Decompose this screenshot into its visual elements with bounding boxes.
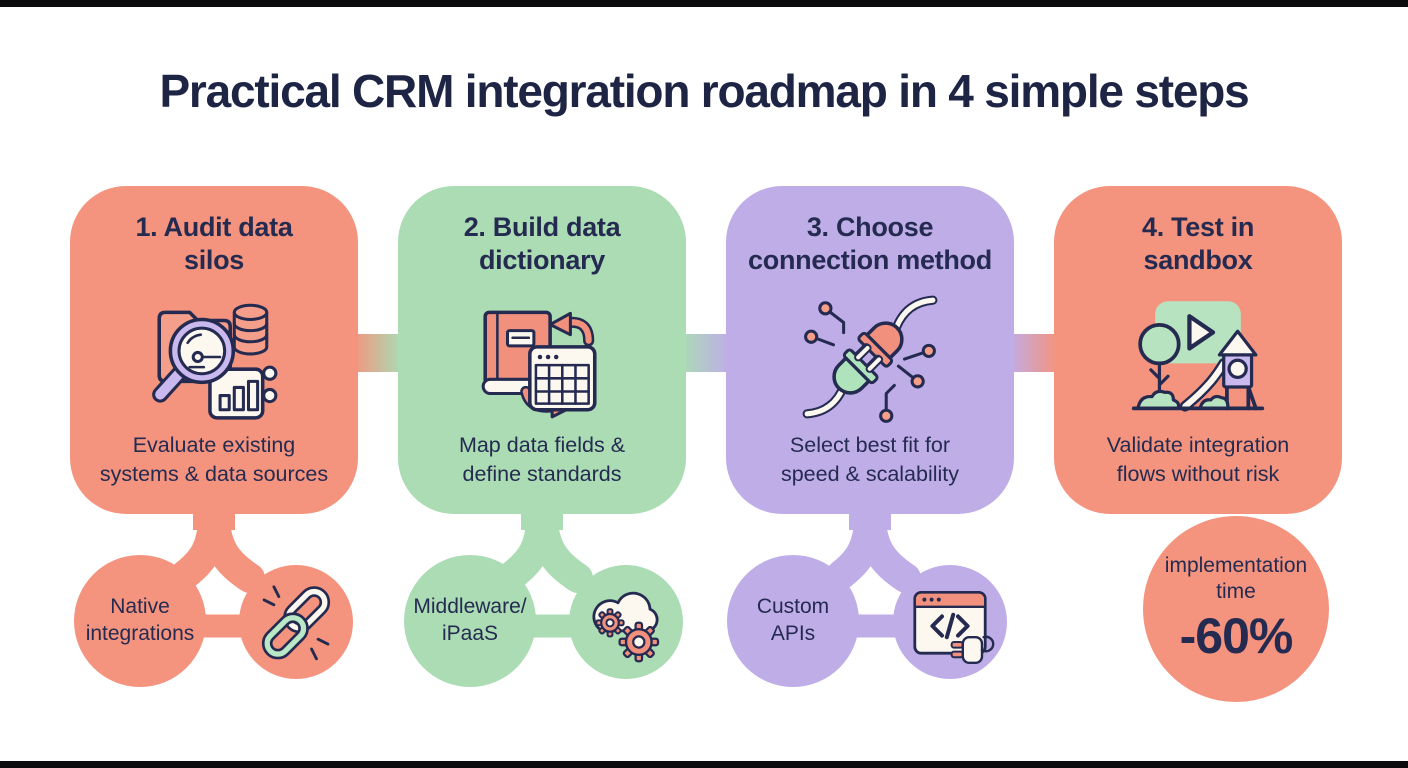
- step-3-description: Select best fit for speed & scalability: [780, 432, 960, 487]
- magnifier-icon: [152, 317, 236, 403]
- step-card-2: 2. Build data dictionary: [398, 186, 686, 514]
- page-title: Practical CRM integration roadmap in 4 s…: [159, 65, 1249, 117]
- circle-custom-apis: Custom APIs: [727, 555, 859, 687]
- connector-band-2-3: [680, 334, 730, 372]
- plug-green-icon: [832, 343, 884, 395]
- play-icon: [1187, 314, 1216, 351]
- slide-icon: [1179, 357, 1230, 412]
- data-dictionary-icon: [471, 283, 613, 431]
- step-1-description: Evaluate existing systems & data sources: [99, 432, 329, 487]
- table-icon: [528, 344, 597, 412]
- bush-left-icon: [1136, 389, 1181, 410]
- step-3-title: 3. Choose connection method: [748, 212, 992, 275]
- step-1-title: 1. Audit data silos: [135, 212, 293, 275]
- step-4-title: 4. Test in sandbox: [1141, 212, 1255, 275]
- browser-header-icon: [913, 591, 987, 608]
- gear-small-icon: [595, 608, 625, 638]
- gear-big-icon: [618, 621, 660, 663]
- sync-arrow-top-icon: [548, 311, 595, 347]
- database-icon: [232, 303, 269, 356]
- result-value: -60%: [1179, 608, 1294, 665]
- circle-cloud-gears: [569, 565, 683, 679]
- code-window-plug-icon: [913, 591, 995, 664]
- code-glyph-icon: [930, 612, 970, 640]
- connector-band-1-2: [352, 334, 402, 372]
- result-circle: implementation time -60%: [1143, 516, 1329, 702]
- cloud-gears-icon: [592, 591, 660, 663]
- plug-small-icon: [950, 635, 995, 664]
- bush-right-icon: [1198, 394, 1230, 410]
- cable-top-icon: [891, 295, 938, 333]
- circle-code-window: [893, 565, 1007, 679]
- step-4-description: Validate integration flows without risk: [1106, 432, 1290, 487]
- tower-icon: [1217, 329, 1258, 411]
- step-card-4: 4. Test in sandbox: [1054, 186, 1342, 514]
- circle-middleware-ipaas: Middleware/ iPaaS: [404, 555, 536, 687]
- connection-plugs-icon: [799, 283, 941, 431]
- tree-icon: [1138, 322, 1181, 406]
- chain-link-icon: [261, 585, 331, 661]
- step-card-3: 3. Choose connection method: [726, 186, 1014, 514]
- audit-data-icon: [143, 283, 285, 431]
- circle-chain-link: [239, 565, 353, 679]
- step-2-title: 2. Build data dictionary: [463, 212, 621, 275]
- chart-document-icon: [208, 367, 265, 420]
- step-2-description: Map data fields & define standards: [458, 432, 626, 487]
- top-edge-bar: [0, 0, 1408, 7]
- circle-native-integrations: Native integrations: [74, 555, 206, 687]
- result-label: implementation time: [1164, 553, 1308, 603]
- circuit-dots-icon: [804, 301, 936, 423]
- connector-band-3-4: [1008, 334, 1058, 372]
- bottom-edge-bar: [0, 761, 1408, 768]
- step-card-1: 1. Audit data silos: [70, 186, 358, 514]
- sandbox-playground-icon: [1123, 283, 1273, 431]
- cable-bottom-icon: [802, 381, 849, 419]
